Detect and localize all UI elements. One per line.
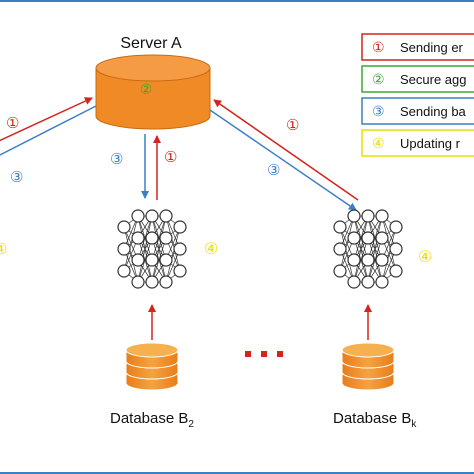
database-right-icon bbox=[341, 342, 395, 391]
left-download-arrow bbox=[0, 105, 97, 156]
network-node bbox=[145, 209, 159, 223]
neural-network-right bbox=[333, 209, 403, 289]
network-node bbox=[375, 209, 389, 223]
network-node bbox=[347, 253, 361, 267]
legend-number: ① bbox=[372, 39, 385, 55]
network-node bbox=[333, 242, 347, 256]
right-red-step: ① bbox=[286, 117, 299, 134]
network-node bbox=[389, 220, 403, 234]
network-node bbox=[131, 209, 145, 223]
right-upload-arrow bbox=[213, 99, 359, 201]
network-node bbox=[375, 253, 389, 267]
network-node bbox=[173, 264, 187, 278]
network-node bbox=[333, 220, 347, 234]
network-node bbox=[159, 231, 173, 245]
server-cylinder bbox=[95, 54, 211, 130]
network-node bbox=[361, 253, 375, 267]
legend-label: Sending ba bbox=[400, 104, 467, 119]
network-node bbox=[173, 242, 187, 256]
network-node bbox=[145, 253, 159, 267]
mid-blue-step: ③ bbox=[110, 151, 123, 168]
mid-red-step: ① bbox=[164, 149, 177, 166]
network-node bbox=[333, 264, 347, 278]
network-node bbox=[159, 275, 173, 289]
right-network-step: ④ bbox=[418, 249, 432, 266]
network-node bbox=[117, 264, 131, 278]
network-node bbox=[131, 253, 145, 267]
network-node bbox=[347, 275, 361, 289]
left-network-step: ④ bbox=[204, 241, 218, 258]
neural-network-left bbox=[117, 209, 187, 289]
legend-number: ④ bbox=[372, 135, 385, 151]
network-node bbox=[131, 231, 145, 245]
network-node bbox=[145, 231, 159, 245]
network-node bbox=[389, 242, 403, 256]
left-offscreen-step: ④ bbox=[0, 241, 7, 258]
server-step-number: ② bbox=[140, 81, 153, 97]
left-upload-arrow bbox=[0, 97, 93, 142]
network-node bbox=[361, 209, 375, 223]
network-node bbox=[361, 275, 375, 289]
network-node bbox=[347, 209, 361, 223]
database-left-icon bbox=[125, 342, 179, 391]
legend-number: ② bbox=[372, 71, 385, 87]
network-node bbox=[389, 264, 403, 278]
network-node bbox=[375, 231, 389, 245]
ellipsis bbox=[245, 351, 283, 357]
right-download-arrow bbox=[209, 109, 357, 211]
network-node bbox=[173, 220, 187, 234]
left-blue-step: ③ bbox=[10, 169, 23, 186]
legend-number: ③ bbox=[372, 103, 385, 119]
network-node bbox=[131, 275, 145, 289]
network-node bbox=[361, 231, 375, 245]
server-title: Server A bbox=[120, 35, 182, 52]
legend-box bbox=[361, 65, 474, 93]
legend-box bbox=[361, 129, 474, 157]
legend-box bbox=[361, 97, 474, 125]
left-red-step: ① bbox=[6, 115, 19, 132]
legend-label: Updating r bbox=[400, 136, 461, 151]
database-right-label: Database Bk bbox=[333, 410, 417, 430]
network-node bbox=[117, 220, 131, 234]
network-node bbox=[159, 209, 173, 223]
network-node bbox=[159, 253, 173, 267]
legend: ① Sending er ② Secure agg ③ Sending ba ④ Updati… bbox=[361, 33, 474, 157]
database-left-label: Database B2 bbox=[110, 410, 194, 430]
right-blue-step: ③ bbox=[267, 162, 280, 179]
legend-label: Secure agg bbox=[400, 72, 467, 87]
network-node bbox=[117, 242, 131, 256]
legend-box bbox=[361, 33, 474, 61]
legend-label: Sending er bbox=[400, 40, 464, 55]
network-node bbox=[375, 275, 389, 289]
network-node bbox=[347, 231, 361, 245]
network-node bbox=[145, 275, 159, 289]
